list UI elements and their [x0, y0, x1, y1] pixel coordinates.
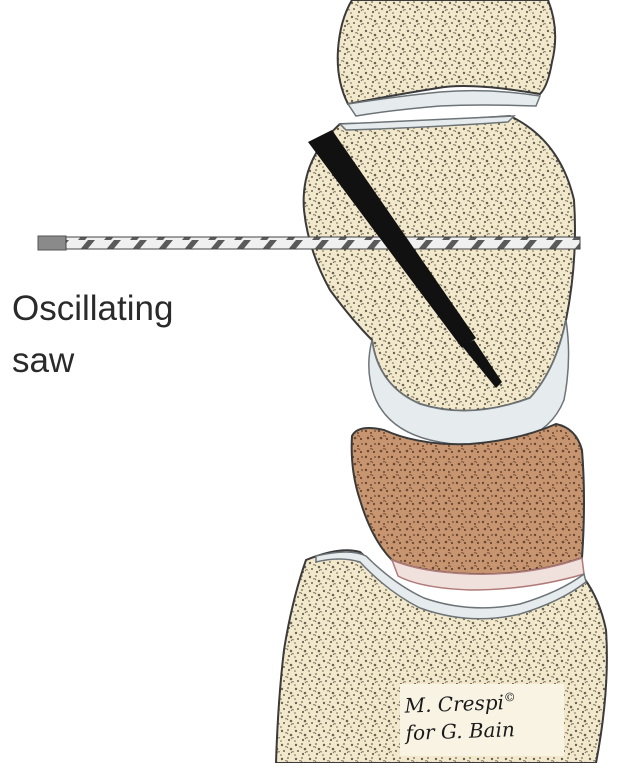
osteochondral-graft — [352, 424, 584, 590]
credit-line2: for G. Bain — [405, 717, 515, 745]
copyright-symbol: © — [504, 690, 516, 704]
artist-credit: M. Crespi© for G. Bain — [404, 684, 517, 747]
saw-label-line1: Oscillating — [12, 287, 173, 331]
k-wire-drill-icon — [38, 236, 580, 250]
proximal-bone — [338, 0, 555, 116]
saw-label-line2: saw — [12, 339, 74, 383]
credit-line1: M. Crespi — [404, 690, 504, 717]
